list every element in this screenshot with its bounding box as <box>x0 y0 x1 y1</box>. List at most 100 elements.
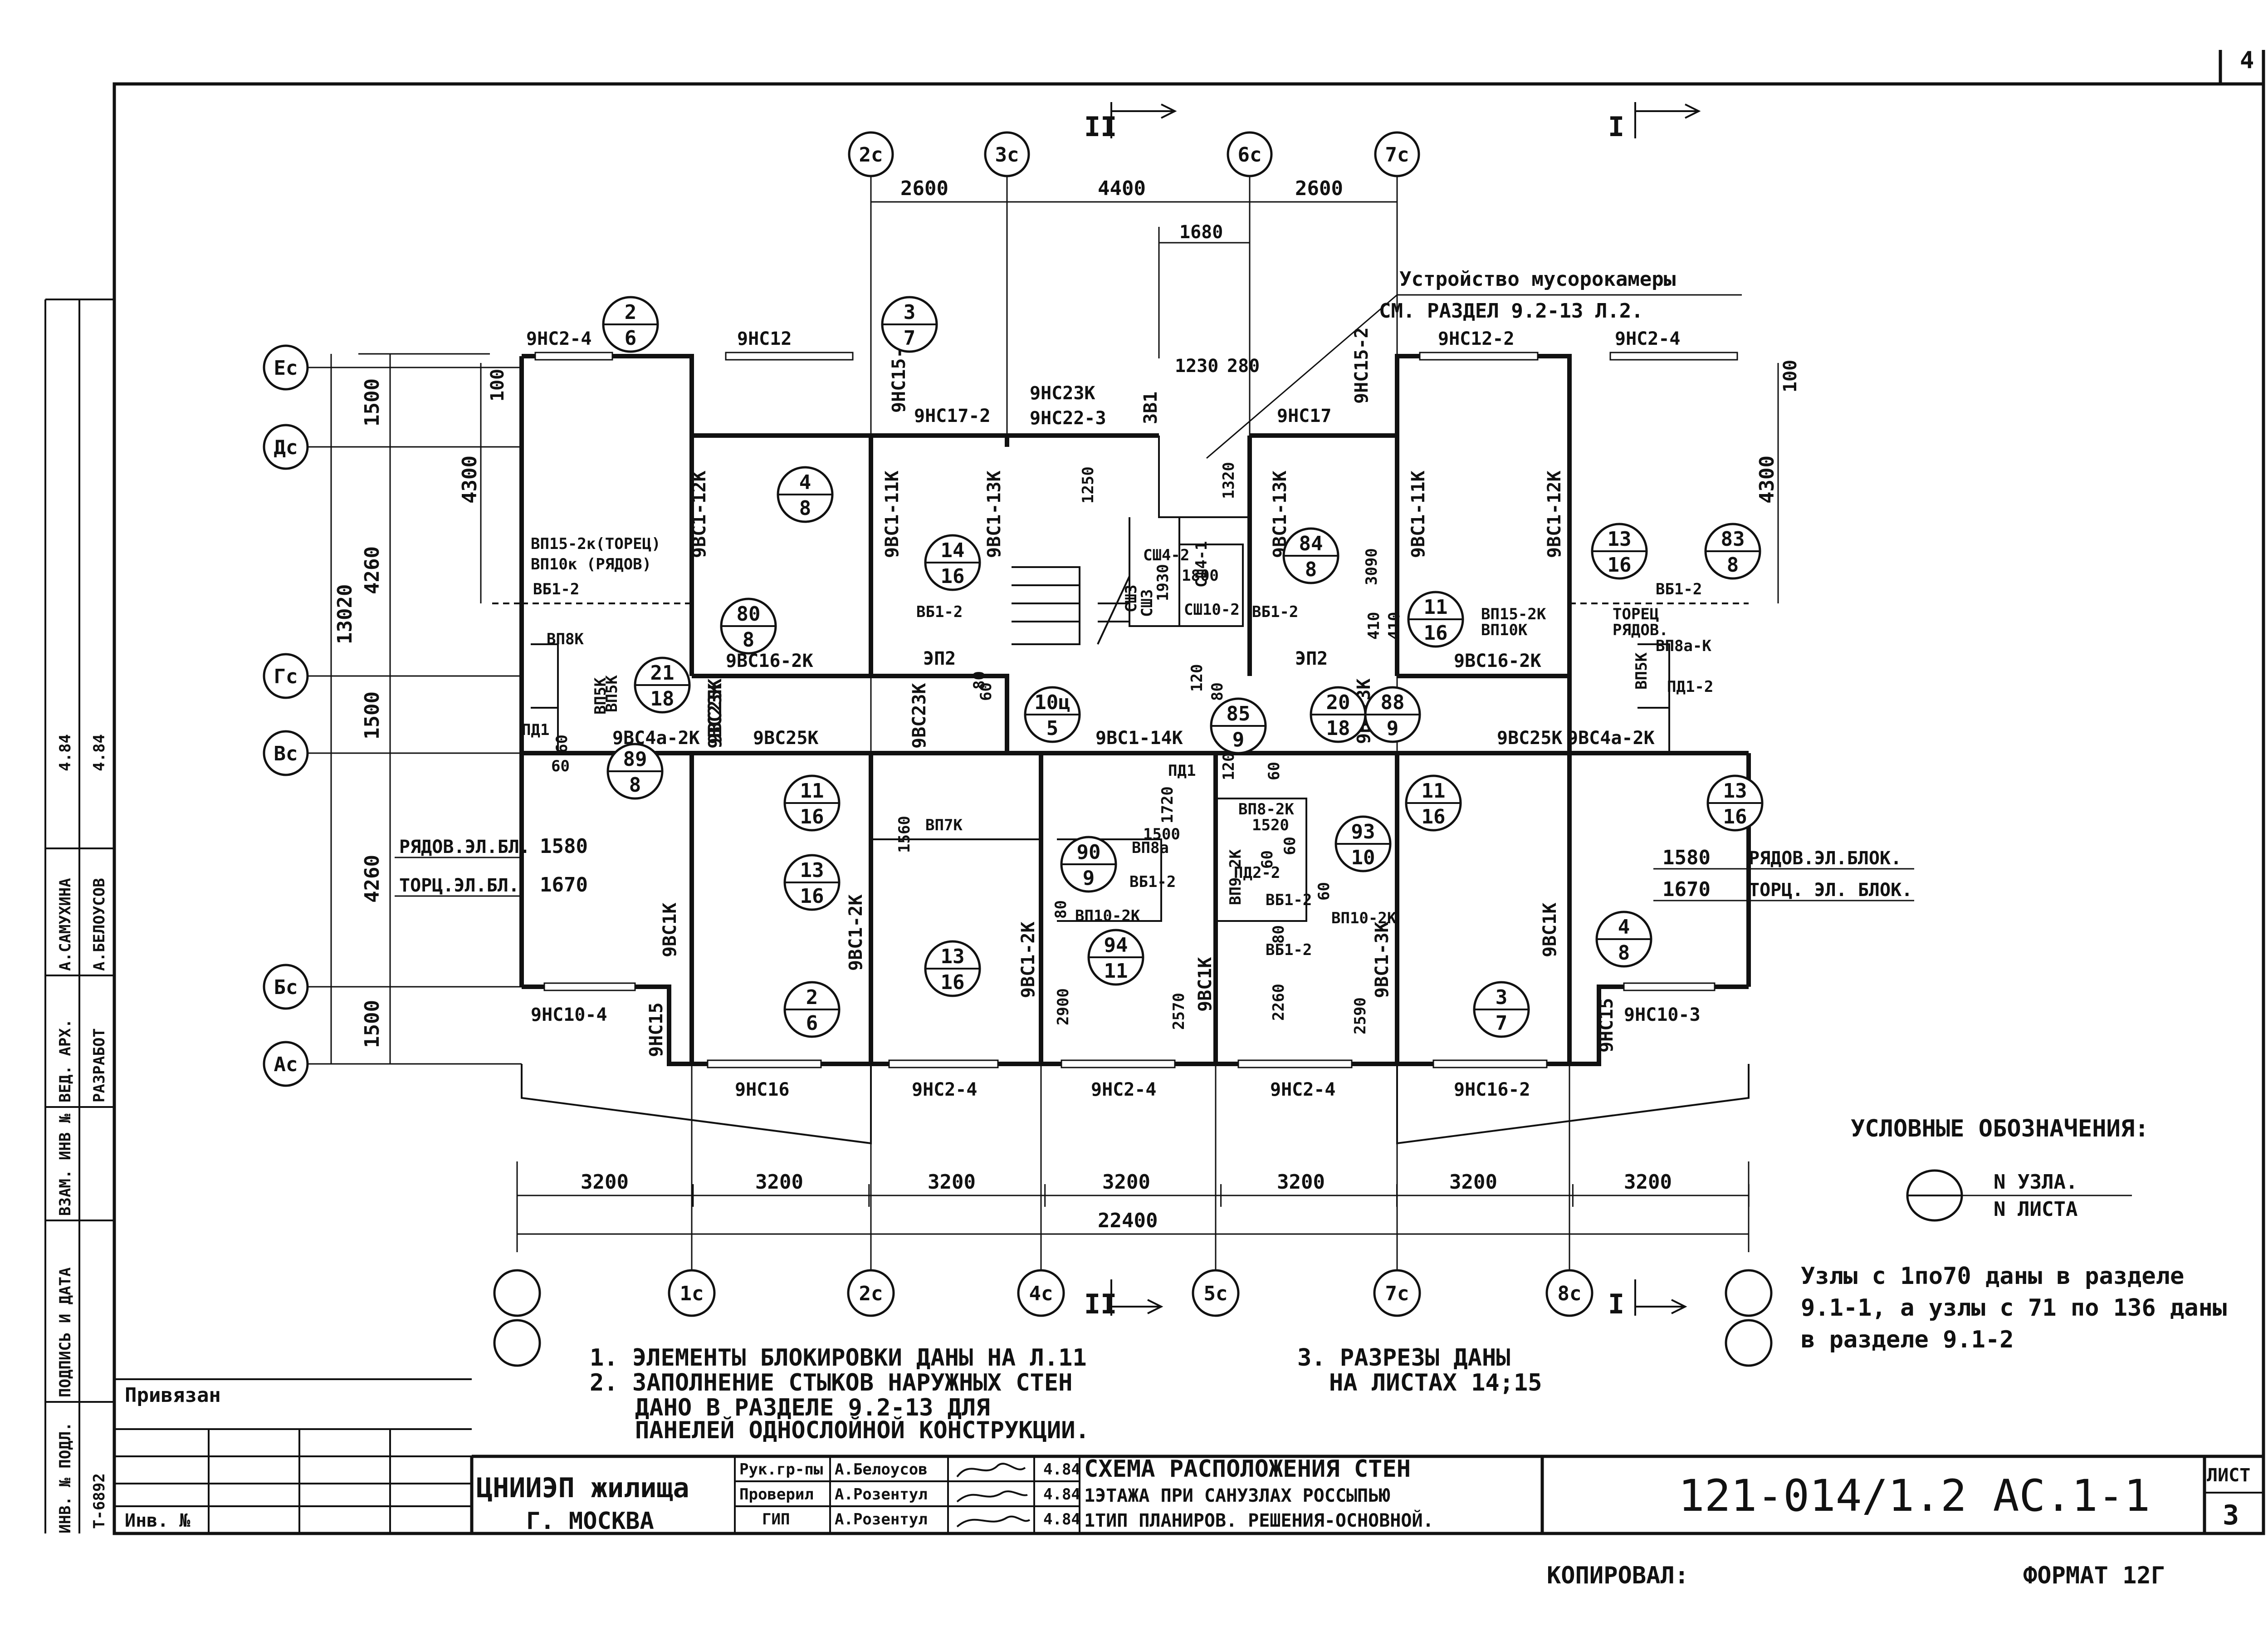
dim-left-total: 13020 <box>333 584 357 644</box>
panel-label: ВП5К <box>1633 652 1651 690</box>
node-marker: 26 <box>783 981 841 1038</box>
panel-label: 9ВС1-14К <box>1095 728 1183 749</box>
panel-label: ЗВ1 <box>1140 392 1161 424</box>
axis-bottom-label: 2c <box>859 1282 883 1305</box>
dim-left-1: 1500 <box>361 378 384 426</box>
node-number: 11 <box>800 779 824 803</box>
dim-top-2: 4400 <box>1098 177 1146 200</box>
node-number: 2 <box>625 301 637 324</box>
node-marker: 37 <box>881 296 938 353</box>
dim-stair-part-2: 280 <box>1227 356 1260 377</box>
window-panel <box>1623 982 1716 991</box>
panel-label: ВБ1-2 <box>1656 580 1702 598</box>
stamp-name-2: А.БЕЛОУСОВ <box>90 878 108 971</box>
dim-left-2: 4260 <box>361 546 384 594</box>
axis-top-label: 6c <box>1238 143 1262 167</box>
node-marker: 37 <box>1473 981 1530 1038</box>
left-stamp: ИНВ. № ПОДЛ. ПОДПИСЬ И ДАТА ВЗАМ. ИНВ № … <box>44 299 114 1533</box>
axis-top-6c: 6c <box>1227 131 1273 209</box>
node-number: 13 <box>1723 779 1747 803</box>
panel-label: 9НС15 <box>646 1003 667 1057</box>
title-block: Привязан Инв. № ЦНИИЭП жилища Г. МОСКВА … <box>114 1378 2263 1535</box>
node-sheet: 8 <box>629 774 641 797</box>
dim-100-right: 100 <box>1780 360 1801 392</box>
axis-bottom-2c: 2c <box>847 1064 895 1317</box>
axis-bottom-1c: 1c <box>668 1064 716 1317</box>
panel-label: 80 <box>1208 682 1227 701</box>
window-panel <box>725 352 854 361</box>
panel-label: 60 <box>977 682 995 701</box>
panel-label: 410 <box>1365 612 1383 640</box>
panel-label: 1560 <box>895 816 914 853</box>
dim-top-1: 2600 <box>900 177 948 200</box>
panel-label: ПД2-2 <box>1234 864 1280 882</box>
panel-label: ВП15-2к(ТОРЕЦ) <box>531 535 661 553</box>
node-sheet: 8 <box>1618 941 1630 965</box>
legend: УСЛОВНЫЕ ОБОЗНАЧЕНИЯ: N УЗЛА. N ЛИСТА Уз… <box>1801 1115 2227 1353</box>
sheet-corner-number: 4 <box>2240 47 2254 74</box>
legend-note-3: в разделе 9.1-2 <box>1801 1326 2014 1353</box>
role-1: Рук.гр-пы <box>739 1460 823 1479</box>
callout-line-1: Устройство мусорокамеры <box>1399 268 1676 291</box>
torc-block-right: ТОРЦ. ЭЛ. БЛОК. <box>1749 880 1912 901</box>
node-sheet: 11 <box>1104 960 1128 983</box>
node-marker: 898 <box>606 743 664 800</box>
note-2b: ДАНО В РАЗДЕЛЕ 9.2-13 ДЛЯ <box>635 1394 990 1421</box>
node-marker: 859 <box>1210 697 1267 754</box>
panel-label: ВБ1-2 <box>1266 891 1312 909</box>
org-name: ЦНИИЭП жилища <box>476 1472 689 1504</box>
dim-bottom-3: 3200 <box>928 1171 976 1194</box>
dim-1670-left: 1670 <box>540 873 588 896</box>
panel-label: 1930 <box>1154 564 1172 601</box>
node-sheet: 8 <box>1305 558 1317 581</box>
window-panel <box>1237 1059 1353 1068</box>
date-1: 4.84 <box>1043 1460 1080 1479</box>
node-number: 2 <box>806 986 818 1009</box>
panel-label: ПД1 <box>522 721 549 739</box>
name-2: А.Розентул <box>835 1485 928 1504</box>
axis-top-7c: 7c <box>1374 131 1420 209</box>
panel-label: 120 <box>1220 753 1238 780</box>
panel-label: ПД1 <box>1168 762 1196 780</box>
panel-label: СШ3 <box>1122 585 1140 612</box>
node-number: 3 <box>904 301 916 324</box>
dimension-lines: 2600 4400 2600 1680 1230 280 1500 4260 1… <box>330 177 1801 1252</box>
node-number: 14 <box>941 539 965 562</box>
node-number: 3 <box>1496 986 1508 1009</box>
window-panel <box>1609 352 1738 361</box>
date-2: 4.84 <box>1043 1485 1080 1504</box>
torc-block-left: ТОРЦ.ЭЛ.БЛ. <box>399 875 519 896</box>
name-3: А.Розентул <box>835 1510 928 1528</box>
node-sheet: 7 <box>904 327 916 350</box>
copied-label: КОПИРОВАЛ: <box>1547 1562 1689 1589</box>
note-2c: ПАНЕЛЕЙ ОДНОСЛОЙНОЙ КОНСТРУКЦИИ. <box>635 1416 1090 1444</box>
panel-label: 9НС12-2 <box>1438 328 1515 349</box>
axis-bottom-5c: 5c <box>1192 1064 1240 1317</box>
node-sheet: 10 <box>1351 846 1375 869</box>
node-number: 88 <box>1381 691 1405 714</box>
node-marker: 838 <box>1704 523 1761 580</box>
node-sheet: 18 <box>1326 717 1350 740</box>
stamp-name-1: А.САМУХИНА <box>56 878 74 971</box>
panel-label: РЯДОВ. <box>1613 621 1668 639</box>
role-3: ГИП <box>762 1510 790 1528</box>
panel-label: 9ВС1-12К <box>1544 470 1565 558</box>
node-sheet: 9 <box>1232 728 1245 751</box>
window-panel <box>888 1059 999 1068</box>
window-panel <box>1419 352 1539 361</box>
panel-label: 9НС2-4 <box>912 1079 978 1100</box>
node-number: 4 <box>1618 916 1630 939</box>
panel-label: 60 <box>1281 837 1299 855</box>
node-marker: 909 <box>1060 836 1117 893</box>
node-sheet: 7 <box>1496 1012 1508 1035</box>
stamp-inv-podl: ИНВ. № ПОДЛ. <box>56 1422 74 1533</box>
callout-line-2: СМ. РАЗДЕЛ 9.2-13 Л.2. <box>1379 299 1643 323</box>
axis-row-Вc: Вc <box>263 730 522 776</box>
